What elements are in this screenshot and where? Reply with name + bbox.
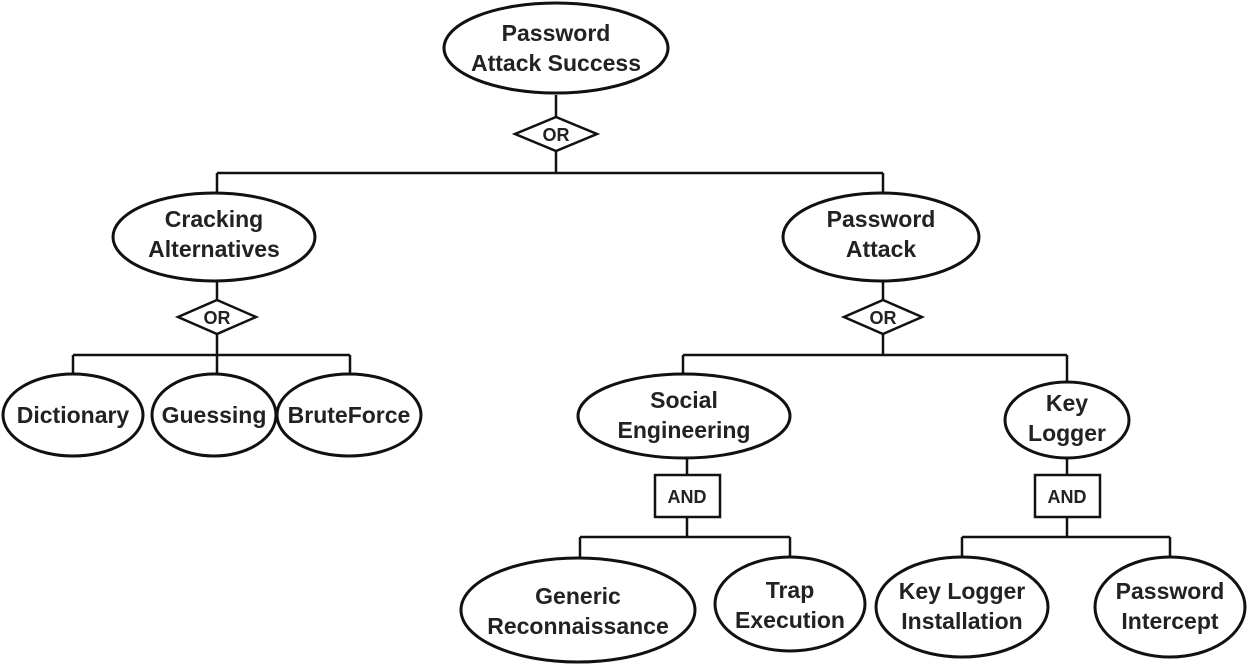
node-ellipse: [442, 1, 670, 95]
node-label-line2: Intercept: [1121, 608, 1218, 634]
and-gate-social: AND: [653, 473, 722, 519]
node-label-line1: Key Logger: [899, 578, 1026, 604]
node-label-line1: Social: [650, 387, 718, 413]
gate-label: OR: [543, 125, 570, 145]
node-password-attack: Password Attack: [781, 191, 981, 283]
node-ellipse: [874, 555, 1050, 659]
and-gate-box: [1033, 473, 1102, 519]
or-gate-diamond: [174, 298, 260, 336]
node-ellipse: [713, 555, 867, 653]
node-label-line1: Generic: [535, 583, 621, 609]
gate-label: OR: [204, 308, 231, 328]
node-password-attack-success: Password Attack Success: [442, 1, 670, 95]
node-label-line1: Key: [1046, 390, 1088, 416]
node-label: Dictionary: [17, 402, 130, 428]
node-label-line1: Cracking: [165, 206, 263, 232]
or-gate-password-attack: OR: [840, 298, 926, 336]
node-cracking-alternatives: Cracking Alternatives: [111, 191, 317, 283]
wire-attack-gate-bus: [681, 334, 1069, 382]
wire-root-gate-bus: [215, 151, 885, 193]
wire-cracking-gate-bus: [71, 334, 352, 374]
or-gate-root: OR: [511, 115, 601, 153]
or-gate-cracking: OR: [174, 298, 260, 336]
node-label-line1: Trap: [766, 577, 815, 603]
node-ellipse: [459, 556, 697, 664]
node-trap-execution: Trap Execution: [713, 555, 867, 653]
gate-label: OR: [870, 308, 897, 328]
or-gate-diamond: [840, 298, 926, 336]
node-key-logger: Key Logger: [1003, 380, 1131, 460]
node-ellipse: [111, 191, 317, 283]
node-label-line2: Attack: [846, 236, 917, 262]
node-ellipse: [1, 372, 145, 458]
node-key-logger-installation: Key Logger Installation: [874, 555, 1050, 659]
wire-keylogger-gate-bus: [960, 517, 1172, 557]
node-label-line2: Logger: [1028, 420, 1106, 446]
node-label-line1: Password: [827, 206, 936, 232]
node-label-line2: Reconnaissance: [487, 613, 669, 639]
node-label-line2: Attack Success: [471, 50, 641, 76]
or-gate-diamond: [511, 115, 601, 153]
node-generic-reconnaissance: Generic Reconnaissance: [459, 556, 697, 664]
node-ellipse: [576, 372, 792, 460]
node-label-line2: Alternatives: [148, 236, 280, 262]
node-social-engineering: Social Engineering: [576, 372, 792, 460]
node-label-line2: Engineering: [618, 417, 751, 443]
gate-label: AND: [1048, 487, 1087, 507]
and-gate-box: [653, 473, 722, 519]
node-ellipse: [275, 372, 423, 458]
node-dictionary: Dictionary: [1, 372, 145, 458]
node-bruteforce: BruteForce: [275, 372, 423, 458]
node-ellipse: [1003, 380, 1131, 460]
node-ellipse: [781, 191, 981, 283]
node-guessing: Guessing: [150, 372, 278, 458]
connector-lines: [71, 95, 1172, 557]
node-label-line1: Password: [502, 20, 611, 46]
and-gate-keylogger: AND: [1033, 473, 1102, 519]
node-password-intercept: Password Intercept: [1093, 555, 1247, 659]
node-ellipse: [1093, 555, 1247, 659]
wire-social-gate-bus: [578, 517, 792, 557]
node-label-line2: Execution: [735, 607, 845, 633]
node-label: Guessing: [162, 402, 267, 428]
node-label-line2: Installation: [901, 608, 1022, 634]
gate-label: AND: [668, 487, 707, 507]
node-label: BruteForce: [288, 402, 411, 428]
node-label-line1: Password: [1116, 578, 1225, 604]
